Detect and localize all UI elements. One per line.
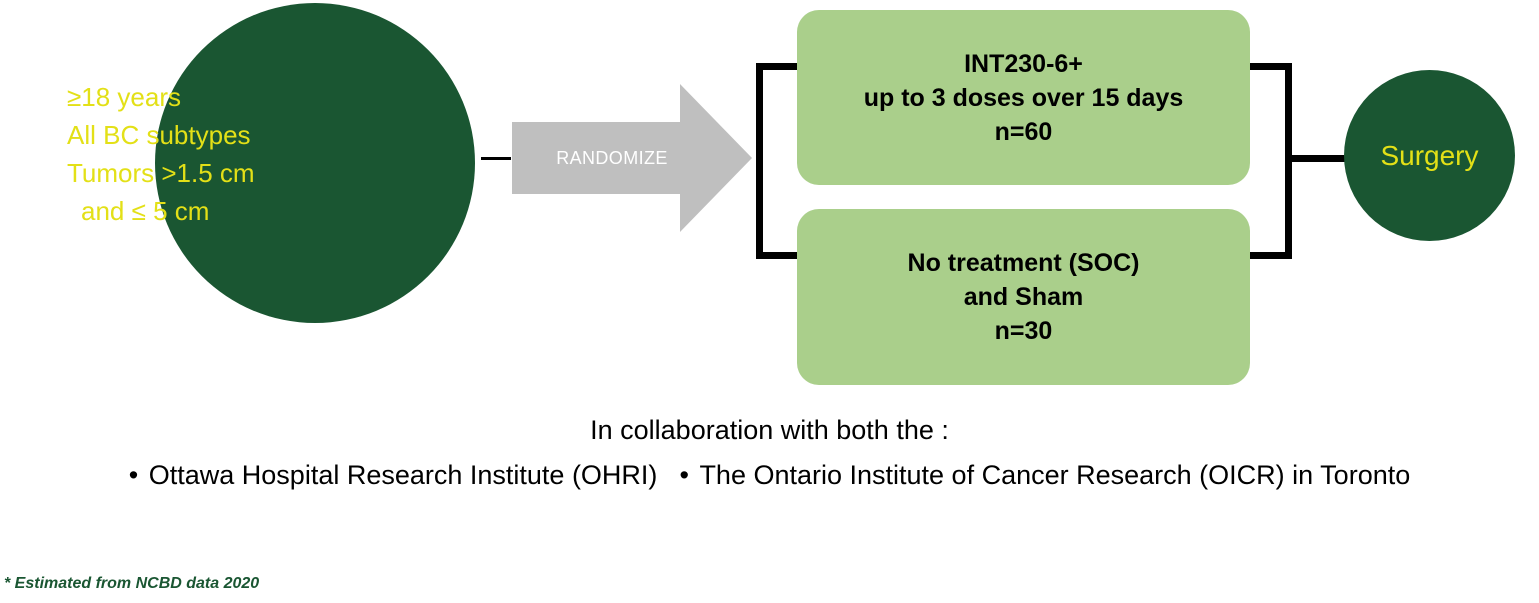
collaboration-partner-ohri: Ottawa Hospital Research Institute (OHRI… — [129, 457, 658, 493]
criteria-item-tumor-size: Tumors >1.5 cm — [45, 154, 305, 192]
arm-control-title: No treatment (SOC) — [907, 249, 1140, 277]
randomize-arrow-label: RANDOMIZE — [556, 147, 668, 168]
arm-box-treatment: INT230-6+ up to 3 doses over 15 days n=6… — [797, 10, 1250, 185]
connector-line-bracket-to-surgery — [1288, 155, 1350, 162]
collaboration-partners: Ottawa Hospital Research Institute (OHRI… — [0, 457, 1539, 493]
arm-control-subtitle: and Sham — [963, 283, 1084, 311]
arm-control-sample-size: n=30 — [994, 317, 1053, 345]
criteria-item-tumor-size-continued: and ≤ 5 cm — [81, 196, 210, 226]
footnote-text: * Estimated from NCBD data 2020 — [4, 575, 260, 592]
surgery-label: Surgery — [1380, 139, 1479, 171]
eligibility-criteria-list: ≥18 years All BC subtypes Tumors >1.5 cm… — [45, 78, 305, 230]
arm-treatment-sample-size: n=60 — [994, 117, 1053, 146]
arm-treatment-dosing: up to 3 doses over 15 days — [863, 83, 1184, 112]
criteria-item-subtypes: All BC subtypes — [45, 116, 305, 154]
collaboration-partner-oicr: The Ontario Institute of Cancer Research… — [679, 457, 1410, 493]
bracket-left — [756, 63, 802, 259]
collaboration-heading: In collaboration with both the : — [590, 415, 949, 445]
criteria-item-age: ≥18 years — [45, 78, 305, 116]
surgery-endpoint-circle: Surgery — [1344, 70, 1515, 241]
eligibility-criteria-circle — [155, 3, 475, 323]
connector-line-circle-to-arrow — [481, 157, 511, 160]
randomize-arrow: RANDOMIZE — [512, 84, 752, 232]
arm-box-control: No treatment (SOC) and Sham n=30 — [797, 209, 1250, 385]
arm-treatment-title: INT230-6+ — [964, 49, 1083, 78]
bracket-right — [1246, 63, 1292, 259]
